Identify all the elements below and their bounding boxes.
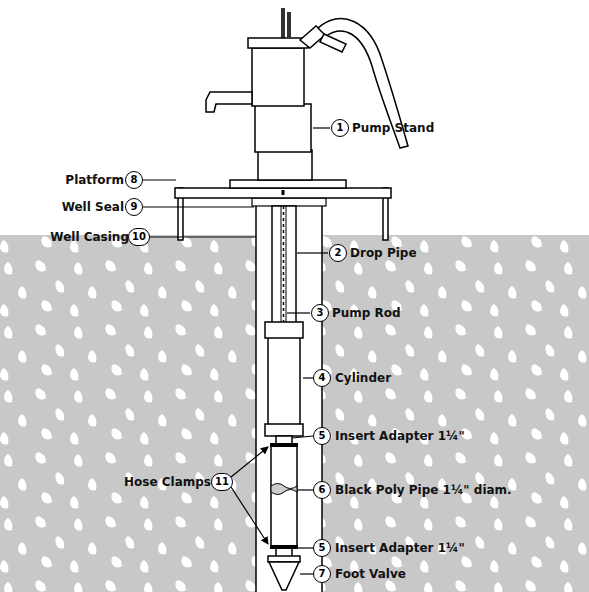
- drop-pipe: [272, 206, 296, 324]
- leader-lines: [143, 128, 330, 574]
- callout-number: 6: [319, 485, 326, 495]
- callout-number: 2: [335, 248, 342, 258]
- callout-number: 5: [319, 431, 326, 441]
- callout-number: 3: [317, 308, 324, 318]
- part-label: Insert Adapter 1¼": [335, 430, 465, 442]
- callout-number: 4: [319, 373, 326, 383]
- callout-circle: 11: [211, 473, 233, 491]
- callout-circle: 3: [311, 304, 329, 322]
- part-label: Cylinder: [335, 372, 391, 384]
- rod-top: [287, 12, 291, 38]
- callout-circle: 7: [313, 565, 331, 583]
- well-seal: [252, 198, 326, 206]
- part-label: Pump Stand: [352, 122, 434, 134]
- pump-stand: [206, 18, 408, 188]
- callout-number: 7: [319, 569, 326, 579]
- callout-number: 1: [337, 123, 344, 133]
- well-casing: [256, 204, 322, 592]
- pipe-break: [271, 484, 297, 495]
- poly-pipe-assembly: [268, 436, 300, 590]
- callout-circle: 4: [313, 369, 331, 387]
- cylinder: [265, 322, 303, 436]
- part-label: Insert Adapter 1¼": [335, 542, 465, 554]
- part-label: Hose Clamps: [124, 476, 211, 488]
- callout-circle: 5: [313, 427, 331, 445]
- hose-clamp: [270, 443, 298, 447]
- callout-circle: 5: [313, 539, 331, 557]
- callout-circle: 9: [125, 198, 143, 216]
- callout-number: 10: [132, 232, 146, 242]
- part-label: Drop Pipe: [350, 247, 417, 259]
- callout-circle: 1: [331, 119, 349, 137]
- callout-circle: 2: [329, 244, 347, 262]
- callout-number: 11: [215, 477, 229, 487]
- part-label: Platform: [65, 174, 124, 186]
- callout-number: 5: [319, 543, 326, 553]
- callout-circle: 6: [313, 481, 331, 499]
- part-label: Well Casing: [50, 231, 129, 243]
- callout-circle: 10: [128, 228, 150, 246]
- part-label: Well Seal: [62, 201, 124, 213]
- part-label: Foot Valve: [335, 568, 406, 580]
- callout-circle: 8: [125, 171, 143, 189]
- callout-number: 8: [131, 175, 138, 185]
- part-label: Black Poly Pipe 1¼" diam.: [335, 484, 512, 496]
- callout-number: 9: [131, 202, 138, 212]
- part-label: Pump Rod: [332, 307, 401, 319]
